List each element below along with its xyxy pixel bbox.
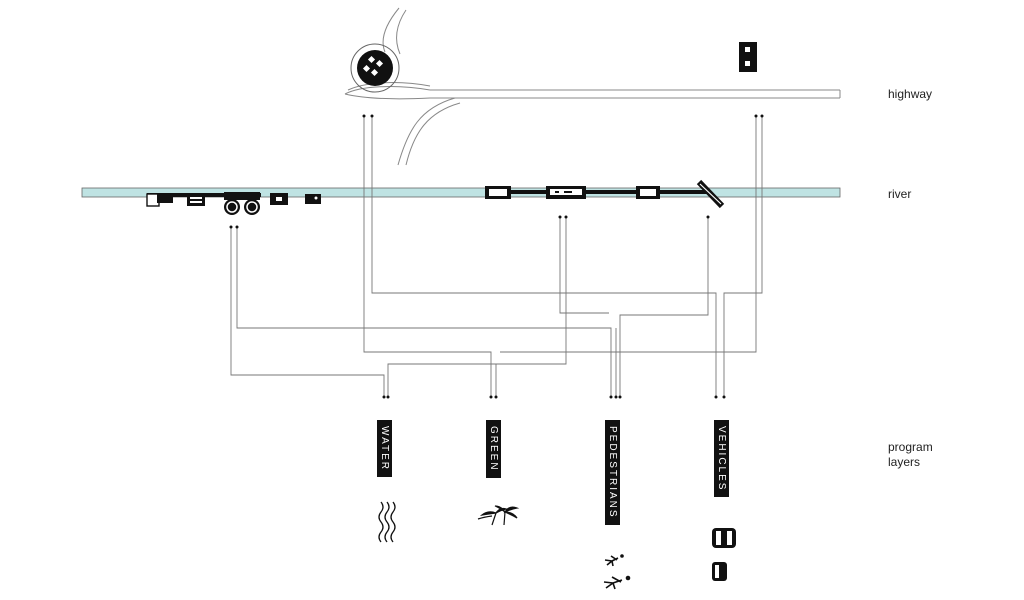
river-west-structures: [146, 192, 321, 215]
connector-dots: [229, 114, 764, 399]
roundabout: [350, 43, 400, 93]
layer-label-water: WATER: [377, 420, 392, 477]
highway-label: highway: [888, 87, 933, 101]
layer-label-vehicles: VEHICLES: [714, 420, 729, 498]
highway-road: [344, 7, 841, 166]
connector-lines: [230, 117, 763, 397]
river-band: [81, 187, 841, 198]
walking-people-icon: [603, 554, 631, 590]
layer-label-pedestrians: PEDESTRIANS: [605, 420, 620, 525]
program-label-line2: layers: [888, 455, 921, 469]
cars-icon: [712, 528, 736, 581]
highway-building: [739, 42, 757, 72]
program-layers-label: program layers: [888, 440, 933, 470]
river-east-structures: [485, 179, 725, 209]
program-label-line1: program: [888, 440, 933, 454]
palm-trees-icon: [477, 505, 520, 526]
waves-icon: [378, 501, 396, 543]
river-label: river: [888, 187, 912, 201]
layer-label-green: GREEN: [486, 420, 501, 478]
